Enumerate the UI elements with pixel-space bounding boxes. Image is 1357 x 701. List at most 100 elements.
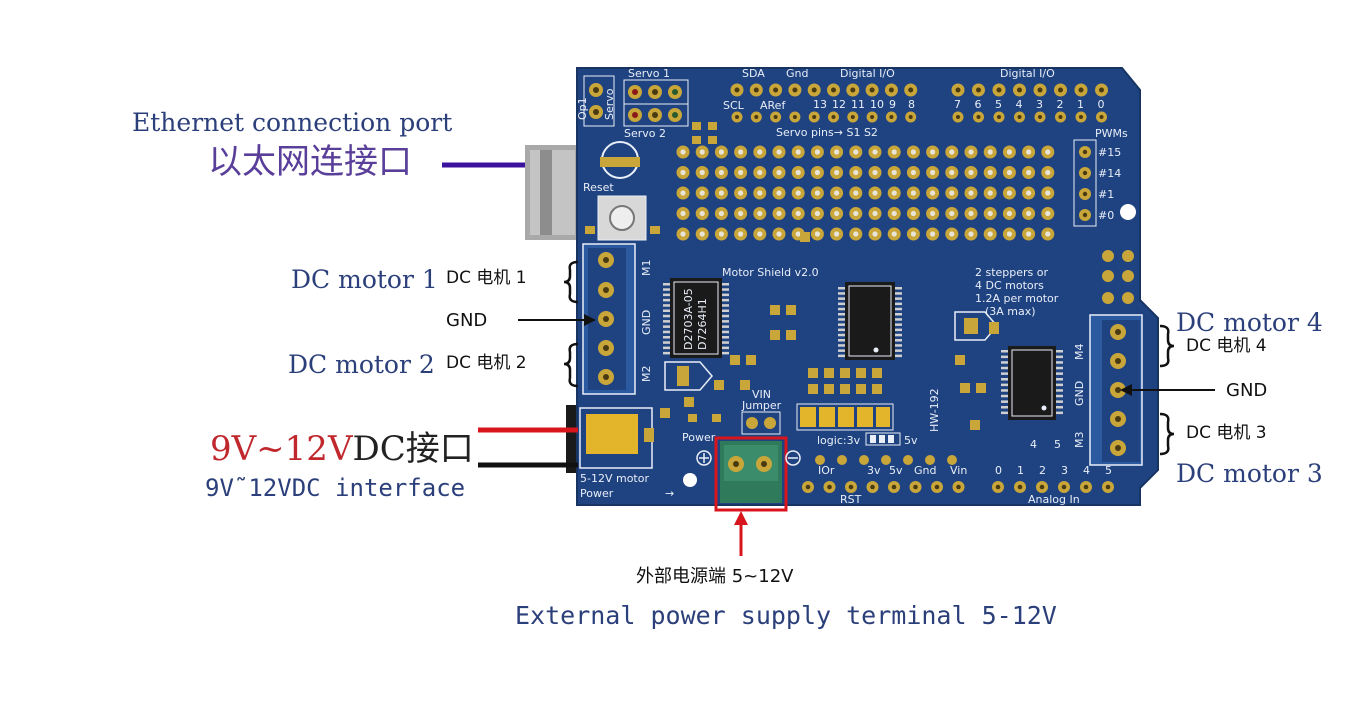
reset-label: Reset	[583, 181, 614, 194]
digital-pin-number: 6	[975, 98, 982, 111]
digital-pin-number: 4	[1016, 98, 1023, 111]
dc-jack-cn: DC接口	[352, 429, 474, 469]
pwm-header	[1073, 139, 1097, 227]
bottom-header-pins	[802, 455, 1114, 493]
pwm-pin-label: #0	[1098, 209, 1114, 222]
dc-motor-1-label-cn: DC 电机 1	[446, 268, 527, 288]
logic-label: logic:3v	[817, 434, 861, 447]
digital-pin-number: 0	[1098, 98, 1105, 111]
pwm-chip	[845, 282, 895, 360]
chip-label-2: D7264H1	[696, 298, 709, 350]
pin-rst-label: RST	[840, 493, 862, 506]
logic-selector	[796, 403, 901, 446]
m2-board-label: M2	[640, 366, 653, 383]
small-number-label: 5	[1054, 438, 1061, 451]
gnd-board-label-left: GND	[640, 310, 653, 335]
digital-pin-number: 9	[889, 98, 896, 111]
vin-jumper	[741, 411, 781, 435]
servo-label: Servo	[603, 88, 616, 120]
ethernet-label-cn: 以太网连接口	[208, 142, 412, 182]
hw-label: HW-192	[928, 388, 941, 432]
digital-io-label-2: Digital I/O	[1000, 67, 1055, 80]
dc-jack-voltage: 9V~12V	[210, 429, 353, 469]
analog-in-label: Analog In	[1028, 493, 1080, 506]
digital-pin-number: 10	[870, 98, 884, 111]
analog-pin-number: 2	[1039, 464, 1046, 477]
driver-chip-right	[1008, 346, 1056, 420]
scl-label: SCL	[723, 99, 745, 112]
digital-pin-number: 11	[851, 98, 865, 111]
dc-motor-3-label-en: DC motor 3	[1176, 459, 1323, 488]
dc-motor-2-label-cn: DC 电机 2	[446, 353, 527, 373]
reset-area	[585, 141, 660, 241]
board-desc-1: 2 steppers or	[975, 266, 1049, 279]
brace-m3	[1159, 412, 1175, 456]
proto-grid	[676, 145, 1055, 241]
digital-pin-number: 7	[954, 98, 961, 111]
right-terminal-block	[1089, 314, 1143, 466]
digital-io-label: Digital I/O	[840, 67, 895, 80]
gnd-left-label: GND	[446, 310, 488, 331]
ext-power-arrow	[734, 511, 748, 556]
left-terminal-block	[582, 243, 636, 395]
analog-pin-number: 1	[1017, 464, 1024, 477]
analog-pin-number: 4	[1083, 464, 1090, 477]
board-desc-3: 1.2A per motor	[975, 292, 1059, 305]
five-v-label: 5v	[904, 434, 918, 447]
capacitors	[664, 311, 999, 391]
gnd-left-arrow	[518, 314, 596, 326]
digital-pin-number: 5	[995, 98, 1002, 111]
gnd-right-label: GND	[1226, 380, 1268, 401]
digital-pin-number: 2	[1057, 98, 1064, 111]
m1-board-label: M1	[640, 260, 653, 277]
driver-chip-left-pins	[663, 283, 729, 355]
vin-label: VIN	[752, 388, 771, 401]
right-aux-pins	[1102, 250, 1134, 304]
ethernet-label-en: Ethernet connection port	[132, 108, 453, 137]
pin-gnd-label: Gnd	[914, 464, 936, 477]
aref-label: ARef	[760, 99, 786, 112]
small-pads-top	[692, 122, 717, 144]
driver-chip-right-pins	[1001, 350, 1063, 415]
m4-board-label: M4	[1073, 344, 1086, 361]
smd-pads	[660, 232, 986, 430]
ethernet-connector	[525, 145, 585, 240]
chip-label-1: D2703A-05	[682, 288, 695, 350]
pwm-pin-label: #14	[1098, 167, 1121, 180]
pin-3v-label: 3v	[867, 464, 881, 477]
digital-pin-number: 1	[1077, 98, 1084, 111]
power-in-label: 5-12V motor	[580, 472, 649, 485]
brace-m4	[1159, 324, 1175, 368]
driver-chip-left	[670, 278, 722, 358]
pwm-pin-label: #1	[1098, 188, 1114, 201]
pin-ior-label: IOr	[818, 464, 835, 477]
power-led	[688, 414, 721, 422]
power-arrow: →	[665, 487, 674, 500]
mount-hole-right	[1120, 204, 1136, 220]
ext-power-label-cn: 外部电源端 5~12V	[636, 566, 794, 587]
servo-pins-label: Servo pins→ S1 S2	[776, 126, 878, 139]
dc-jack-label-en: 9V˜12VDC interface	[205, 474, 466, 502]
board-desc-2: 4 DC motors	[975, 279, 1044, 292]
gnd-right-arrow	[1120, 384, 1215, 396]
servo-headers	[583, 75, 689, 127]
digital-pin-number: 13	[813, 98, 827, 111]
pwm-pins: #15#14#1#0	[1079, 146, 1121, 222]
dc-jack	[579, 407, 654, 469]
op1-label: Op1	[576, 97, 589, 120]
dc-motor-3-label-cn: DC 电机 3	[1186, 423, 1267, 443]
pin-5v-label: 5v	[889, 464, 903, 477]
dc-motor-1-label-en: DC motor 1	[291, 265, 438, 294]
board-desc-4: (3A max)	[985, 305, 1036, 318]
digital-pin-number: 12	[832, 98, 846, 111]
power-word-label: Power	[580, 487, 614, 500]
dc-jack-label: 9V~12VDC接口	[210, 432, 474, 466]
brace-m1	[563, 260, 579, 304]
pwm-chip-pins	[838, 287, 902, 358]
digital-pin-number: 3	[1036, 98, 1043, 111]
power-label: Power	[682, 431, 716, 444]
dc-motor-4-label-cn: DC 电机 4	[1186, 336, 1267, 356]
